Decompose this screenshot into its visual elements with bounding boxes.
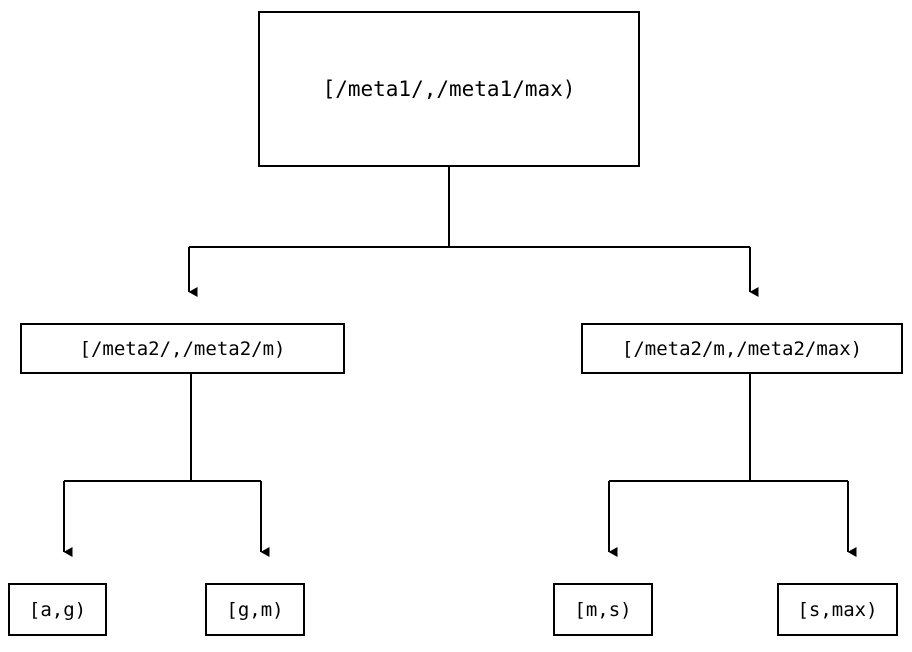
node-leaf-ms-label: [m,s) [574, 598, 632, 621]
node-leaf-ag[interactable]: [a,g) [8, 583, 107, 636]
node-meta2-high-label: [/meta2/m,/meta2/max) [621, 337, 863, 360]
node-leaf-smax[interactable]: [s,max) [777, 583, 898, 636]
node-meta2-low[interactable]: [/meta2/,/meta2/m) [20, 323, 345, 374]
node-root-label: [/meta1/,/meta1/max) [322, 77, 576, 101]
node-leaf-smax-label: [s,max) [797, 598, 878, 621]
node-meta2-high[interactable]: [/meta2/m,/meta2/max) [581, 323, 903, 374]
node-meta2-low-label: [/meta2/,/meta2/m) [79, 337, 286, 360]
node-root[interactable]: [/meta1/,/meta1/max) [258, 11, 640, 167]
node-leaf-gm[interactable]: [g,m) [205, 583, 305, 636]
node-leaf-ag-label: [a,g) [28, 598, 87, 621]
node-leaf-gm-label: [g,m) [226, 598, 284, 621]
node-leaf-ms[interactable]: [m,s) [553, 583, 653, 636]
